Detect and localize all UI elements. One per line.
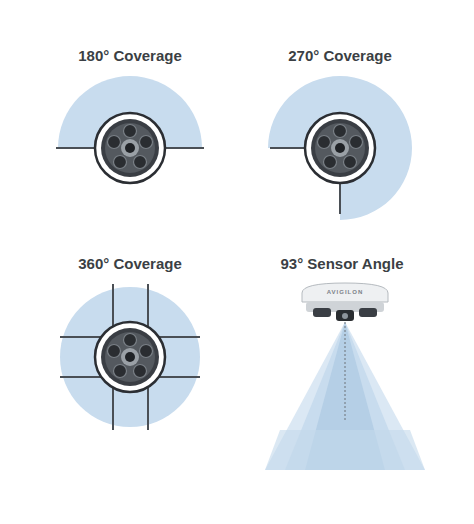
coverage-180 [56, 76, 204, 183]
panel-title: 360° Coverage [78, 255, 182, 272]
brand-text: AVIGILON [327, 289, 364, 295]
panel-title: 93° Sensor Angle [281, 255, 404, 272]
coverage-270 [268, 76, 412, 220]
panel-title: 180° Coverage [78, 47, 182, 64]
panel-title: 270° Coverage [288, 47, 392, 64]
sensor-angle [265, 283, 425, 470]
coverage-360 [60, 284, 200, 430]
